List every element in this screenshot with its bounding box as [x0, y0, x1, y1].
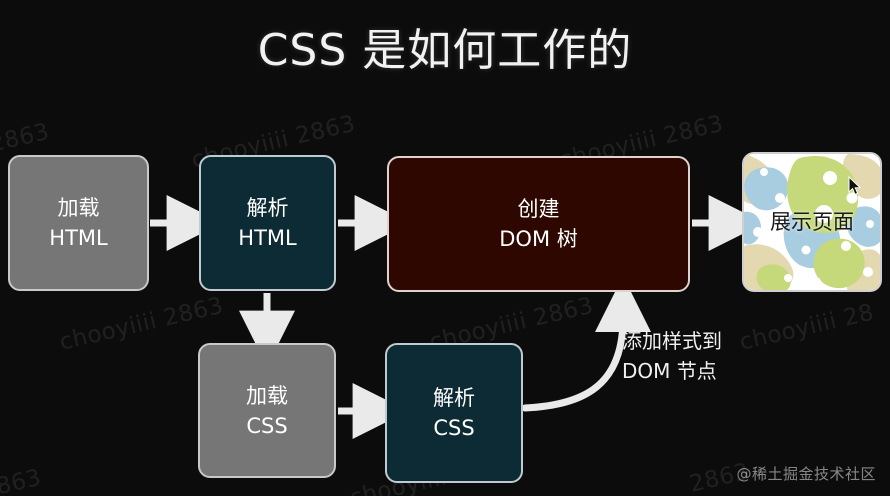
- flow-node-dom-tree-line2: DOM 树: [499, 227, 578, 251]
- flow-node-parse-css[interactable]: 解析 CSS: [385, 343, 523, 483]
- credit-watermark: @稀土掘金技术社区: [736, 465, 876, 483]
- edge-label-add-styles-to-dom: 添加样式到 DOM 节点: [622, 326, 782, 386]
- arrow-parse-css-to-dom-tree: [521, 276, 651, 412]
- watermark-tile: 2863: [0, 464, 44, 496]
- edge-label-line2: DOM 节点: [622, 359, 717, 383]
- flow-node-parse-css-line2: CSS: [433, 416, 475, 440]
- flow-node-dom-tree[interactable]: 创建 DOM 树: [387, 156, 690, 292]
- flow-node-load-css[interactable]: 加载 CSS: [198, 343, 336, 478]
- flow-node-show-page-label: 展示页面: [770, 210, 854, 234]
- watermark-tile: 2863: [0, 118, 52, 158]
- flow-node-parse-html[interactable]: 解析 HTML: [199, 155, 336, 291]
- flow-node-load-html-line2: HTML: [49, 226, 108, 250]
- flow-node-load-html[interactable]: 加载 HTML: [8, 155, 149, 291]
- flow-node-dom-tree-line1: 创建: [517, 197, 560, 221]
- edge-label-line1: 添加样式到: [622, 329, 722, 353]
- flow-node-load-html-line1: 加载: [57, 196, 100, 220]
- flow-node-parse-html-line1: 解析: [246, 196, 289, 220]
- flow-node-load-css-line1: 加载: [246, 383, 288, 408]
- page-title: CSS 是如何工作的: [257, 25, 633, 76]
- flow-node-parse-css-line1: 解析: [433, 386, 475, 410]
- flow-node-load-css-line2: CSS: [246, 413, 288, 438]
- flow-node-show-page[interactable]: 展示页面: [742, 152, 882, 292]
- mouse-cursor-icon: [848, 176, 862, 196]
- flow-node-parse-html-line2: HTML: [238, 226, 297, 250]
